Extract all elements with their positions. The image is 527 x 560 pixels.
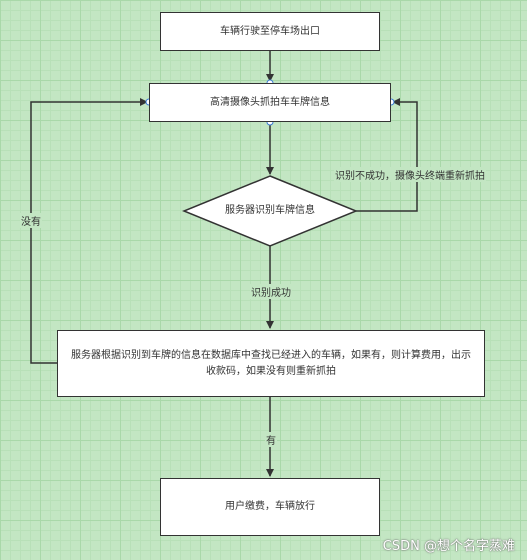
start-node-text: 车辆行驶至停车场出口 [220,25,320,37]
capture-node: 高清摄像头抓拍车车牌信息 [149,83,391,122]
edge-label-found: 有 [265,432,277,447]
decision-text: 服务器识别车牌信息 [225,205,315,216]
edge-label-success: 识别成功 [250,284,292,299]
lookup-node: 服务器根据识别到车牌的信息在数据库中查找已经进入的车辆，如果有，则计算费用，出示… [57,330,485,397]
capture-node-text: 高清摄像头抓拍车车牌信息 [210,96,330,108]
edge-label-not-found: 没有 [20,213,42,228]
watermark: CSDN @想个名字蒸难 [382,539,515,554]
start-node: 车辆行驶至停车场出口 [160,12,380,51]
arrow-retry-loop [356,98,418,212]
end-node: 用户缴费，车辆放行 [160,478,380,536]
arrow-not-found-loop [30,98,148,364]
lookup-node-text: 服务器根据识别到车牌的信息在数据库中查找已经进入的车辆，如果有，则计算费用，出示… [71,350,471,377]
edge-label-fail: 识别不成功，摄像头终端重新抓拍 [334,167,486,182]
end-node-text: 用户缴费，车辆放行 [225,501,315,513]
